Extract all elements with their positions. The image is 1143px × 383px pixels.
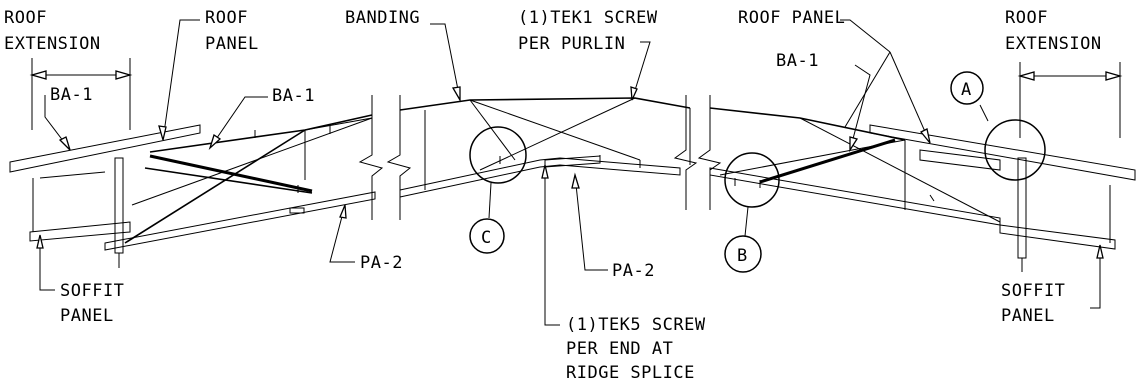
label-tek5-3: RIDGE SPLICE [566,363,695,383]
right-web-2 [799,117,1001,223]
ridge-web-3 [469,99,641,161]
left-eave-post [114,157,124,254]
label-soffit-right-2: PANEL [1001,306,1055,326]
left-plate [289,207,305,214]
right-eave-trim [919,149,1001,171]
label-tek5-1: (1)TEK5 SCREW [566,315,706,335]
label-roof-panel-right: ROOF PANEL [738,8,845,28]
label-roof-extension-left-1: ROOF [4,8,47,28]
callout-a-label: A [961,80,972,100]
right-ba1-brace [759,138,896,184]
right-extension-dimension [1017,62,1123,138]
label-tek5-2: PER END AT [566,339,673,359]
right-eave-post [1017,157,1027,259]
center-ridge-structure [399,97,691,198]
left-top-chord [149,114,373,153]
label-pa2-left: PA-2 [360,253,403,273]
right-roof-panel [869,124,1136,181]
right-soffit [999,224,1116,250]
label-roof-extension-left-2: EXTENSION [4,34,101,54]
left-ba1-brace [149,154,313,193]
left-break-line [358,95,412,220]
label-roof-extension-right-2: EXTENSION [1005,34,1102,54]
callout-c-label: C [481,228,492,248]
right-top-chord [709,107,906,141]
left-extension-dimension [29,58,133,130]
ridge-top-chord [399,97,691,111]
left-web-1 [124,129,306,244]
left-screw-marks [254,126,331,193]
left-web-3 [131,117,373,206]
right-screw-marks [734,178,935,202]
ridge-web-1 [469,99,516,161]
right-roof-structure [709,107,1136,272]
label-ba1-left-inner: BA-1 [50,85,93,105]
left-fascia-top [39,171,106,179]
ridge-web-2 [479,97,636,171]
right-web-1 [719,139,906,176]
label-soffit-left-1: SOFFIT [60,281,124,301]
label-ba1-left-center: BA-1 [272,86,315,106]
left-soffit [29,221,131,242]
ridge-screw-marks [499,155,641,168]
detail-circle-a: A [950,71,1046,181]
label-pa2-center: PA-2 [612,261,655,281]
ridge-bottom-chord [399,157,681,198]
detail-circle-c: C [469,126,527,254]
detail-circle-b: B [724,152,780,273]
label-tek1-1: (1)TEK1 SCREW [518,8,658,28]
label-soffit-left-2: PANEL [60,306,114,326]
left-bottom-chord [104,191,376,251]
label-roof-extension-right-1: ROOF [1005,8,1048,28]
leaders [36,19,1104,326]
label-roof-panel-left-2: PANEL [205,34,259,54]
right-bottom-chord [709,167,1001,226]
label-soffit-right-1: SOFFIT [1001,281,1065,301]
label-ba1-right: BA-1 [776,51,819,71]
callout-b-label: B [737,246,748,266]
label-tek1-2: PER PURLIN [518,34,625,54]
left-web-2 [144,167,313,194]
left-roof-panel [9,124,201,173]
left-roof-structure [9,114,376,268]
right-break-line [673,95,722,210]
label-roof-panel-left-1: ROOF [205,8,248,28]
left-banding-line [304,117,373,131]
label-banding: BANDING [345,8,420,28]
